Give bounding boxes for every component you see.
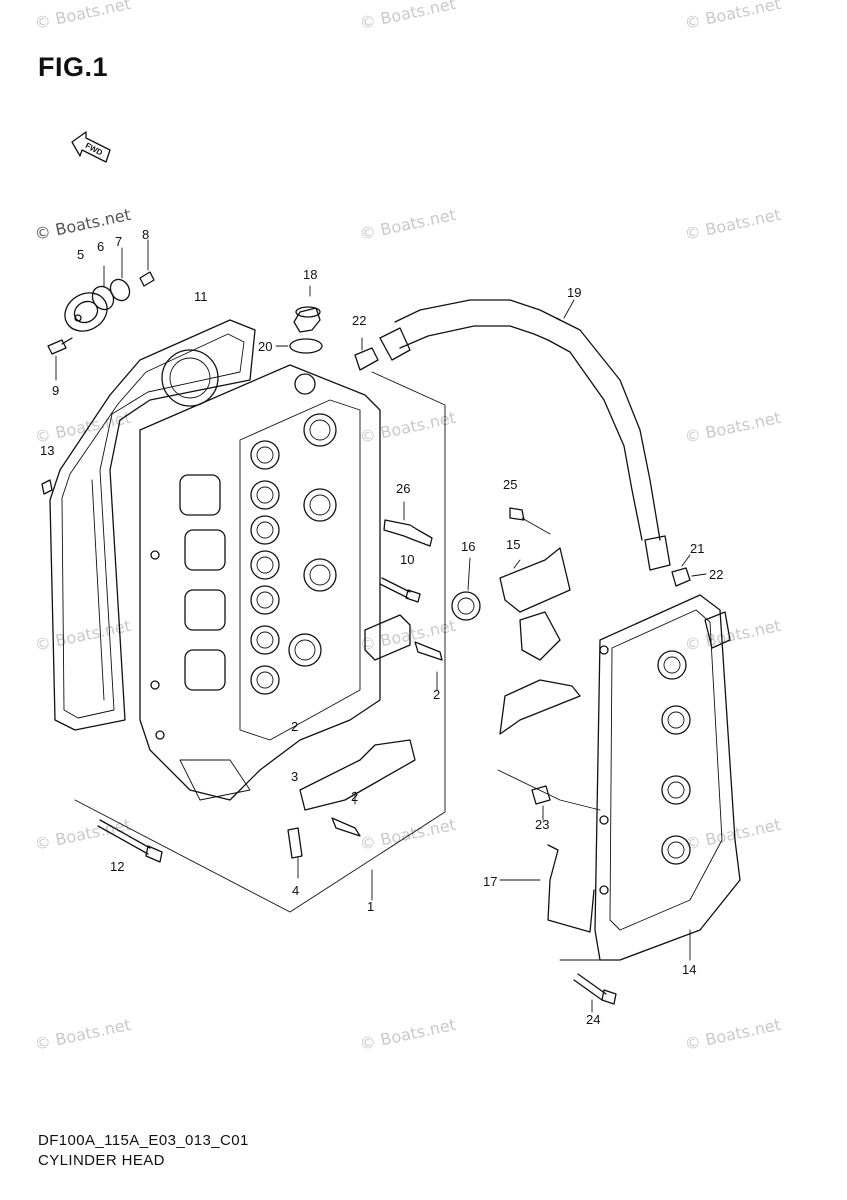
camshaft-cap (364, 614, 411, 661)
callout-label: 10 (400, 552, 415, 567)
callout-label: 22 (352, 313, 367, 328)
callout-label: 20 (258, 339, 273, 354)
callout-label: 23 (535, 817, 550, 832)
head-gasket (49, 319, 256, 731)
callout-label: 18 (303, 267, 318, 282)
hose-clamp (354, 347, 379, 371)
dowel (287, 827, 303, 879)
callout-label: 24 (586, 1012, 601, 1027)
thermostat-cover-group (47, 239, 155, 381)
callout-label: 19 (567, 285, 582, 300)
callout-label: 1 (367, 899, 375, 914)
callout-label: 17 (483, 874, 498, 889)
diagram-name: CYLINDER HEAD (38, 1152, 165, 1169)
callout-label: 6 (97, 239, 105, 254)
callout-label: 16 (461, 539, 476, 554)
breather-pipe (547, 844, 595, 933)
head-bolt (97, 819, 163, 863)
callout-label: 25 (503, 477, 518, 492)
callout-label: 14 (682, 962, 697, 977)
bracket (499, 507, 581, 735)
spark-plug (383, 501, 433, 547)
callout-label: 2 (433, 687, 441, 702)
camshaft-cap (299, 739, 416, 811)
callout-label: 3 (291, 769, 299, 784)
dowel-pin (41, 479, 53, 495)
callout-label: 11 (194, 289, 208, 304)
oil-filler-cap (275, 285, 323, 354)
hose-clamp (671, 567, 691, 587)
figure-title: FIG.1 (38, 52, 109, 82)
breather-hose (379, 299, 671, 571)
cylinder-head-cover (497, 594, 741, 961)
diagram-code: DF100A_115A_E03_013_C01 (38, 1132, 249, 1149)
callout-label: 2 (351, 789, 359, 804)
callout-label: 21 (690, 541, 705, 556)
callout-label: 2 (291, 719, 299, 734)
callout-label: 5 (77, 247, 85, 262)
fwd-arrow-icon: FWD (71, 131, 111, 163)
bolt (531, 785, 551, 821)
callout-label: 22 (709, 567, 724, 582)
callout-label: 7 (115, 234, 123, 249)
callout-label: 26 (396, 481, 411, 496)
callout-label: 9 (52, 383, 60, 398)
seal (451, 557, 481, 621)
callout-label: 4 (292, 883, 300, 898)
callout-label: 12 (110, 859, 125, 874)
callout-label: 8 (142, 227, 150, 242)
cylinder-head (139, 364, 381, 801)
callout-label: 13 (40, 443, 55, 458)
bolt (379, 577, 421, 603)
bolt (573, 973, 617, 1013)
callout-label: 15 (506, 537, 521, 552)
